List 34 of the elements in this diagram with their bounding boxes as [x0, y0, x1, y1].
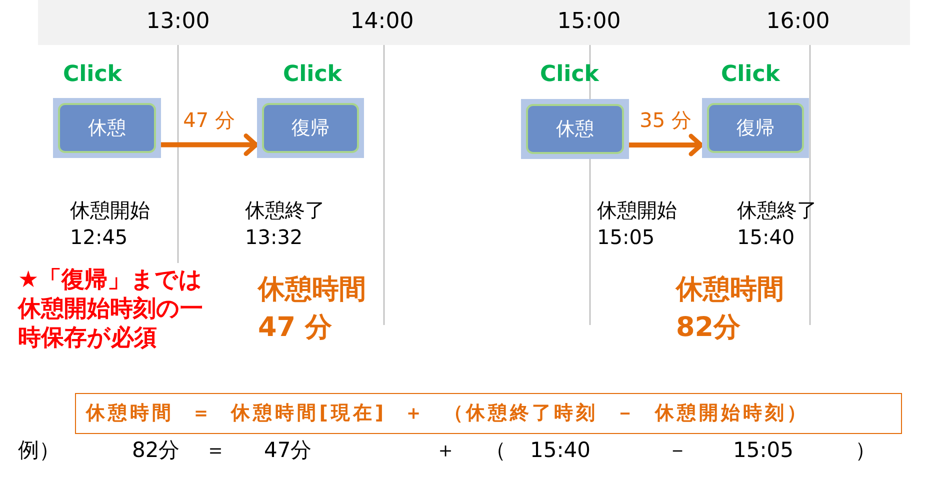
start-time-label: 休憩開始 15:05: [597, 197, 678, 251]
equals-sign: ＝: [205, 437, 226, 464]
time-label: 15:00: [557, 9, 621, 35]
example-value: 82分: [132, 437, 180, 464]
note-text: ★「復帰」までは休憩開始時刻の一時保存が必須: [18, 266, 204, 353]
total-value: 82分: [676, 312, 741, 344]
click-label: Click: [721, 62, 780, 88]
break-button: 休憩: [521, 99, 629, 159]
total-heading: 休憩時間: [676, 274, 784, 306]
resume-button: 復帰: [702, 98, 809, 158]
time-label: 13:00: [146, 9, 210, 35]
example-value: 47分: [264, 437, 312, 464]
click-label: Click: [540, 62, 599, 88]
example-label: 例）: [18, 437, 60, 464]
arrow: [629, 134, 704, 156]
end-time-label: 休憩終了 15:40: [737, 197, 818, 251]
example-time: 15:05: [733, 437, 794, 464]
total-value: 47 分: [258, 312, 332, 344]
time-label: 16:00: [766, 9, 830, 35]
resume-button: 復帰: [257, 98, 364, 158]
end-time-label: 休憩終了 13:32: [245, 197, 326, 251]
start-time-label: 休憩開始 12:45: [70, 197, 151, 251]
plus-sign: ＋: [435, 437, 456, 464]
break-button: 休憩: [53, 98, 161, 158]
total-heading: 休憩時間: [258, 274, 366, 306]
click-label: Click: [283, 62, 342, 88]
arrow: [161, 134, 258, 156]
minus-sign: －: [667, 437, 688, 464]
parenthesis: ）: [855, 437, 876, 464]
time-label: 14:00: [350, 9, 414, 35]
formula-box: 休憩時間 ＝ 休憩時間[現在] ＋ （休憩終了時刻 － 休憩開始時刻）: [75, 393, 902, 434]
example-time: 15:40: [530, 437, 591, 464]
click-label: Click: [63, 62, 122, 88]
parenthesis: （: [485, 437, 506, 464]
